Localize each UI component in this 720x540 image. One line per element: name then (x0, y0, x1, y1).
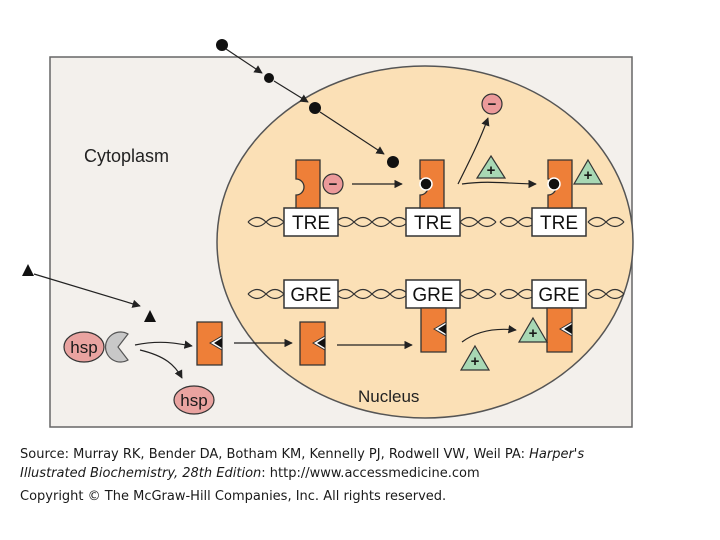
nucleus (216, 65, 634, 419)
glucocorticoid-receptor-2 (299, 321, 326, 366)
tre-box-3 (531, 207, 587, 237)
svg-text:+: + (584, 167, 593, 184)
released-hsp: hsp (173, 385, 215, 415)
arrow-hsp-release (139, 349, 183, 379)
svg-text:hsp: hsp (70, 338, 97, 357)
glucocorticoid-receptor-3 (420, 307, 447, 353)
gre-box-3 (531, 279, 587, 309)
gre-label-3: GRE (538, 285, 579, 306)
nucleus-label: Nucleus (358, 387, 419, 406)
source-suffix: : http://www.accessmedicine.com (261, 466, 480, 481)
hormone-receptor-diagram: Cytoplasm Nucleus TRE TRE TRE − (22, 39, 634, 428)
gre-label-2: GRE (412, 285, 453, 306)
svg-text:+: + (529, 325, 538, 342)
steroid-hormone-pathway (22, 264, 141, 308)
gre-box-1 (283, 279, 339, 309)
arrow-to-receptor (134, 340, 193, 349)
svg-text:hsp: hsp (180, 391, 207, 410)
corepressor-minus-1: − (322, 173, 344, 195)
thyroid-hormone-pathway (216, 39, 399, 168)
source-prefix: Source: Murray RK, Bender DA, Botham KM,… (20, 447, 530, 462)
source-title-a: Harper's (529, 447, 585, 462)
tre-label-1: TRE (292, 213, 330, 234)
svg-text:+: + (487, 162, 496, 179)
thyroid-receptor-1 (295, 159, 321, 209)
cytoplasm-label: Cytoplasm (84, 146, 169, 166)
tre-label-2: TRE (414, 213, 452, 234)
coactivator-plus-1: + (475, 154, 507, 179)
tre-label-3: TRE (540, 213, 578, 234)
copyright-notice: Copyright © The McGraw-Hill Companies, I… (20, 489, 447, 504)
arrow-tre-2-to-3 (461, 179, 537, 189)
tre-box-2 (405, 207, 461, 237)
svg-text:−: − (488, 96, 497, 113)
source-caption: Source: Murray RK, Bender DA, Botham KM,… (20, 445, 715, 483)
svg-text:+: + (471, 353, 480, 370)
thyroid-receptor-3 (547, 159, 573, 209)
hsp-complex: hsp (63, 310, 156, 363)
glucocorticoid-receptor-4 (546, 307, 573, 353)
corepressor-release: − (457, 93, 503, 185)
glucocorticoid-receptor-1 (196, 321, 223, 366)
source-title-b: Illustrated Biochemistry, 28th Edition (20, 466, 262, 481)
coactivator-plus-4: + (517, 316, 549, 343)
coactivator-plus-3: + (459, 344, 491, 371)
arrow-gr-3-to-4 (461, 324, 517, 343)
thyroid-receptor-2 (419, 159, 445, 209)
gre-label-1: GRE (290, 285, 331, 306)
coactivator-plus-2: + (572, 158, 604, 185)
tre-box-1 (283, 207, 339, 237)
svg-text:−: − (329, 176, 338, 193)
